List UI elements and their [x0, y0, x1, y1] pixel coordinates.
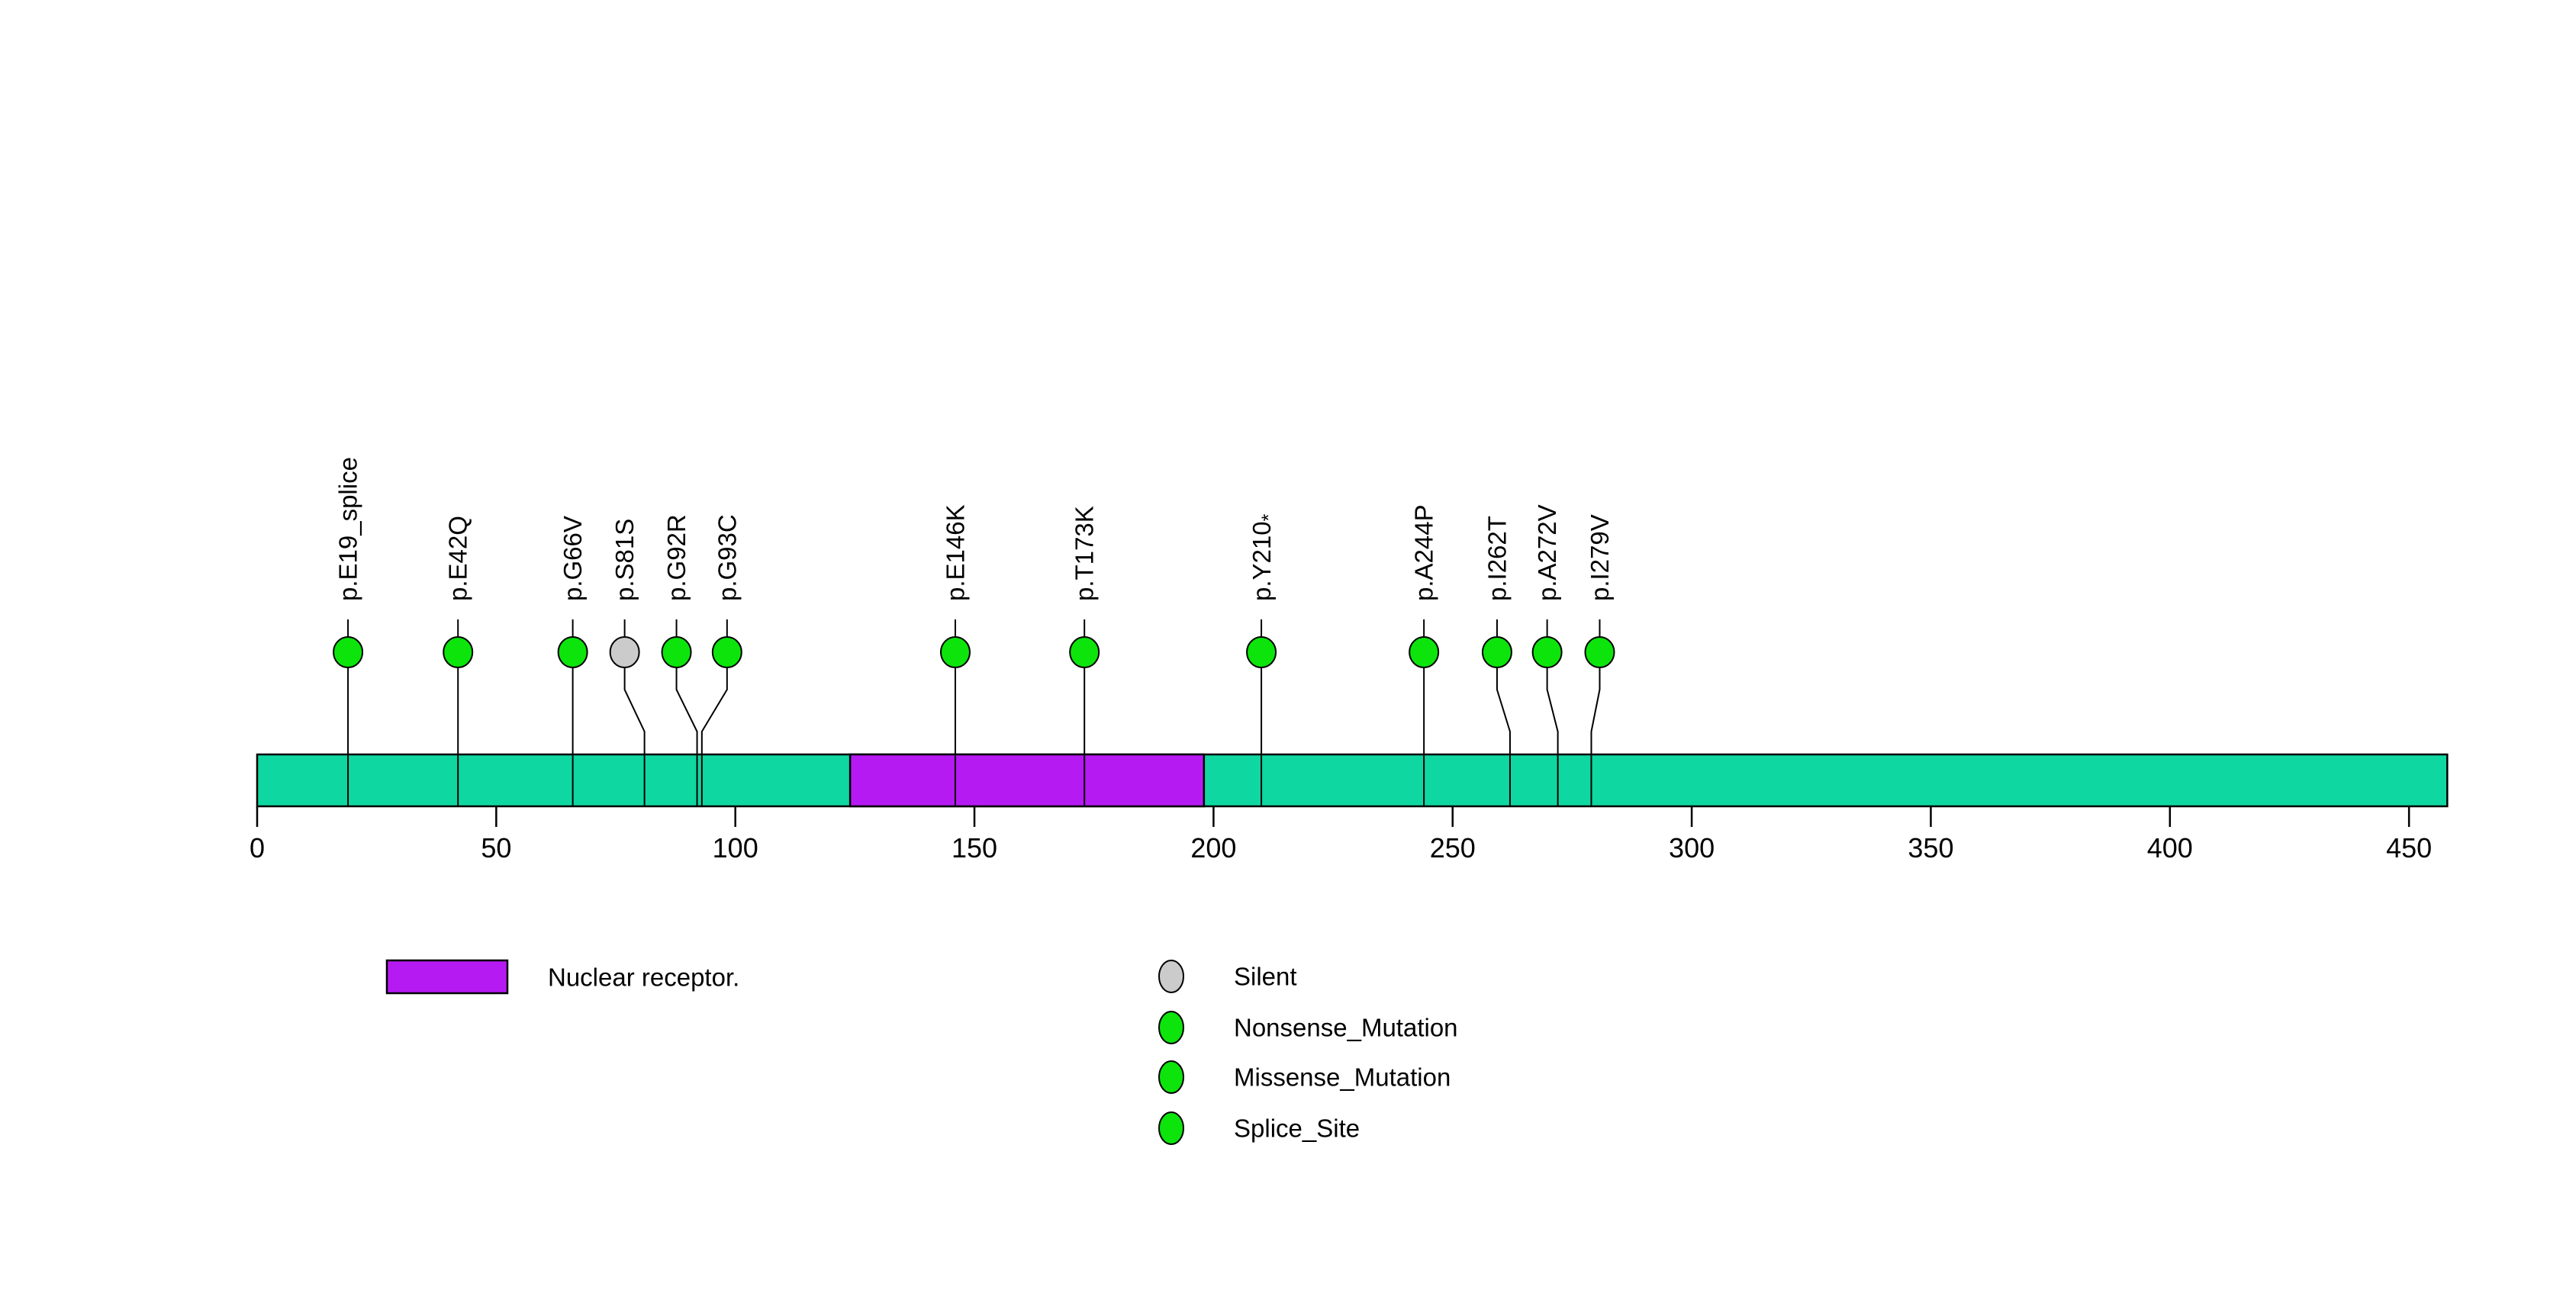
mutation-circle	[1481, 636, 1512, 668]
protein-domain-rect	[848, 753, 1206, 808]
x-tick-label: 250	[1430, 832, 1476, 864]
protein-backbone-bar	[256, 753, 2449, 808]
mutation-label: p.E42Q	[444, 516, 472, 601]
legend-variant-label: Missense_Mutation	[1234, 1063, 1451, 1092]
x-tick-label: 350	[1908, 832, 1953, 864]
mutation-label: p.A244P	[1410, 504, 1438, 601]
mutation-circle	[1584, 636, 1615, 668]
mutation-circle	[1409, 636, 1440, 668]
mutation-label: p.E146K	[941, 504, 969, 601]
x-tick-label: 0	[250, 832, 265, 864]
x-tick-label: 300	[1669, 832, 1715, 864]
mutation-circle	[609, 636, 640, 668]
mutation-label: p.G92R	[662, 514, 691, 601]
mutation-circle	[661, 636, 692, 668]
x-tick-label: 400	[2147, 832, 2193, 864]
legend-domain-swatch	[385, 959, 509, 995]
legend-variant-swatch	[1158, 960, 1184, 993]
mutation-label: p.G66V	[559, 516, 587, 601]
x-tick-label: 450	[2386, 832, 2432, 864]
mutation-label: p.G93C	[713, 514, 741, 601]
mutation-label: p.I279V	[1586, 514, 1614, 601]
x-tick-label: 100	[713, 832, 758, 864]
mutation-label: p.A272V	[1533, 504, 1561, 601]
mutation-label: p.Y210*	[1248, 513, 1280, 601]
mutation-label: p.T173K	[1071, 506, 1099, 601]
mutation-label: p.S81S	[610, 519, 639, 601]
mutation-circle	[1531, 636, 1563, 668]
x-tick-label: 150	[952, 832, 997, 864]
mutation-circle	[1246, 636, 1277, 668]
legend-domain-label: Nuclear receptor.	[548, 963, 739, 992]
mutation-circle	[1069, 636, 1100, 668]
mutation-circle	[443, 636, 474, 668]
legend-variant-label: Splice_Site	[1234, 1114, 1360, 1143]
x-tick-label: 200	[1190, 832, 1236, 864]
mutation-circle	[557, 636, 588, 668]
legend-variant-label: Silent	[1234, 963, 1297, 991]
legend-variant-label: Nonsense_Mutation	[1234, 1014, 1458, 1042]
mutation-circle	[939, 636, 971, 668]
mutation-circle	[333, 636, 364, 668]
mutation-label: p.I262T	[1483, 516, 1511, 601]
mutation-label: p.E19_splice	[334, 457, 362, 601]
x-tick-label: 50	[481, 832, 511, 864]
mutation-circle	[711, 636, 742, 668]
legend-variant-swatch	[1158, 1111, 1184, 1145]
legend-variant-swatch	[1158, 1011, 1184, 1044]
legend-variant-swatch	[1158, 1060, 1184, 1094]
